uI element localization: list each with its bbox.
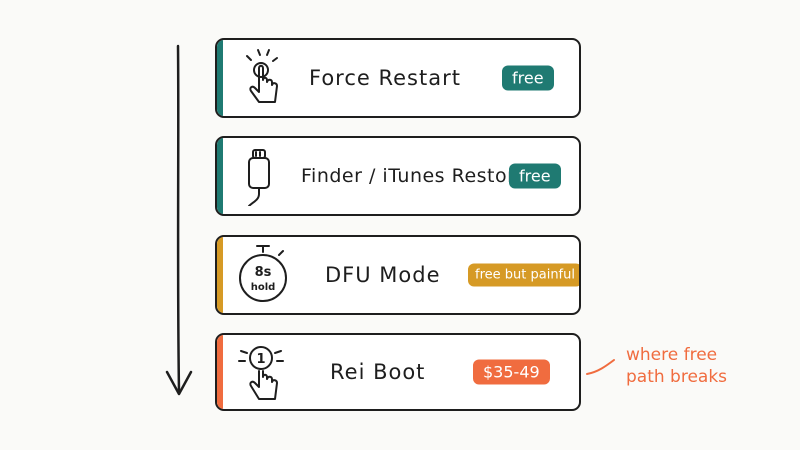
step-stripe bbox=[217, 138, 223, 214]
finger-tap-icon bbox=[246, 49, 278, 103]
cost-badge: free bbox=[502, 65, 554, 91]
stopwatch-seconds-text: 8s bbox=[255, 265, 272, 280]
lightning-cable-icon bbox=[248, 149, 270, 206]
one-click-icon: 1 bbox=[238, 346, 284, 400]
step-card-force-restart: Force Restart free bbox=[215, 38, 581, 118]
annotation-line-1: where free bbox=[626, 345, 718, 365]
stopwatch-icon: 8s hold bbox=[239, 245, 287, 302]
step-stripe bbox=[217, 40, 223, 116]
step-card-finder-restore: Finder / iTunes Restore free bbox=[215, 136, 581, 216]
step-card-dfu-mode: 8s hold DFU Mode free but painful bbox=[215, 235, 581, 315]
step-label: Rei Boot bbox=[330, 360, 426, 384]
annotation-line-2: path breaks bbox=[626, 367, 728, 387]
step-label: Finder / iTunes Restore bbox=[301, 165, 528, 187]
step-label: Force Restart bbox=[309, 66, 461, 90]
step-stripe bbox=[217, 335, 223, 409]
step-label: DFU Mode bbox=[325, 263, 441, 287]
cost-badge: $35-49 bbox=[473, 359, 550, 385]
stopwatch-hold-text: hold bbox=[251, 282, 276, 293]
step-stripe bbox=[217, 237, 223, 313]
annotation-note: where free path breaks bbox=[626, 344, 756, 388]
cost-badge: free bbox=[509, 163, 561, 189]
step-card-reiboot: 1 Rei Boot $35-49 bbox=[215, 333, 581, 411]
click-number-text: 1 bbox=[256, 352, 265, 367]
cost-badge: free but painful bbox=[468, 263, 579, 287]
